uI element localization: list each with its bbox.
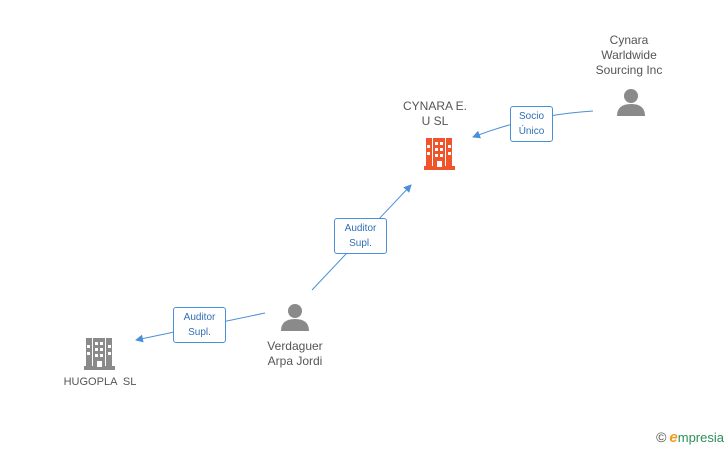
- node-label-cynara-eu[interactable]: CYNARA E. U SL: [395, 99, 475, 129]
- brand-name: mpresia: [677, 430, 724, 445]
- node-label-verdaguer[interactable]: Verdaguer Arpa Jordi: [250, 339, 340, 369]
- edge-label-socio-unico[interactable]: Socio Único: [510, 106, 553, 142]
- edge-label-line: Auditor: [344, 223, 377, 234]
- brand-initial: e: [669, 429, 678, 446]
- empresia-watermark: ©empresia: [656, 429, 724, 446]
- edge-label-auditor-supl-hugopla[interactable]: Auditor Supl.: [173, 307, 226, 343]
- edge-label-auditor-supl-cynara[interactable]: Auditor Supl.: [334, 218, 387, 254]
- copyright-symbol: ©: [656, 429, 667, 445]
- node-label-line: HUGOPLA SL: [63, 376, 137, 388]
- edge-label-line: Auditor: [183, 312, 216, 323]
- edge-label-line: Único: [518, 126, 545, 137]
- edge-label-line: Supl.: [349, 238, 372, 249]
- node-label-hugopla[interactable]: HUGOPLA SL: [52, 375, 148, 390]
- building-windows: [87, 342, 111, 367]
- node-label-line: Cynara: [609, 33, 649, 47]
- node-label-line: U SL: [421, 114, 449, 128]
- node-label-line: Warldwide: [601, 48, 657, 62]
- edge-label-line: Socio: [518, 111, 544, 122]
- node-label-cynara-worldwide[interactable]: Cynara Warldwide Sourcing Inc: [584, 33, 674, 78]
- building-windows: [427, 142, 451, 167]
- node-label-line: Sourcing Inc: [595, 63, 663, 77]
- node-label-line: Verdaguer: [267, 339, 323, 353]
- person-icon-cynara-worldwide[interactable]: [617, 89, 645, 116]
- edge-label-line: Supl.: [188, 327, 211, 338]
- person-icon-verdaguer[interactable]: [281, 304, 309, 331]
- node-label-line: Arpa Jordi: [267, 354, 323, 368]
- node-label-line: CYNARA E.: [402, 99, 468, 113]
